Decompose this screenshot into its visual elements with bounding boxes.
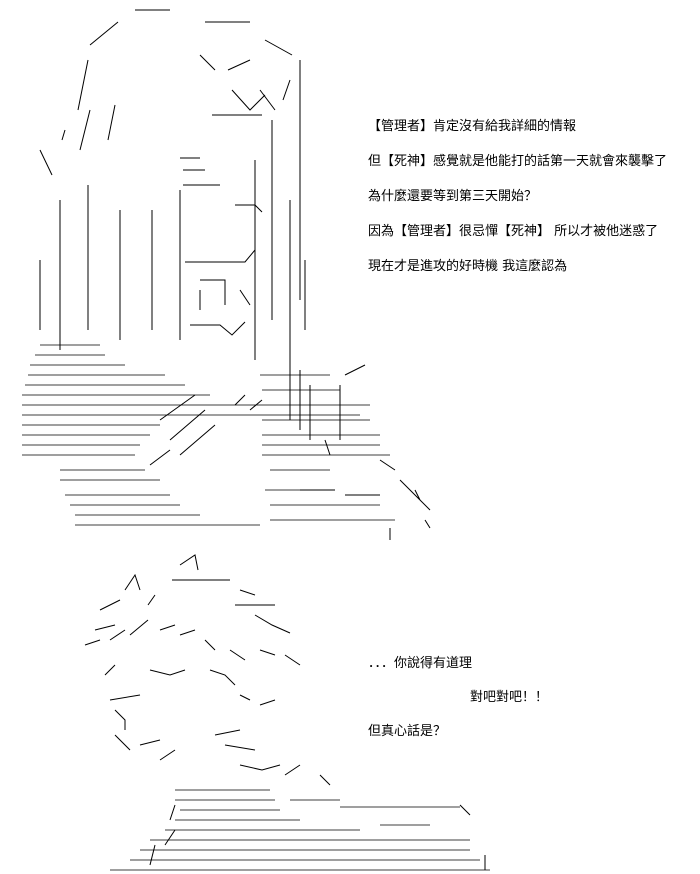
top-panel: 【管理者】肯定沒有給我詳細的情報 但【死神】感覺就是他能打的話第一天就會來襲擊了…: [22, 9, 667, 540]
ascii-art-short-haired-figure: [84, 554, 490, 871]
dialogue-line: ．．．你說得有道理: [368, 656, 473, 671]
dialogue-line: 但【死神】感覺就是他能打的話第一天就會來襲擊了: [368, 154, 668, 169]
dialogue-line: 現在才是進攻的好時機 我這麼認為: [368, 259, 568, 274]
ascii-art-long-haired-figure: [22, 9, 431, 540]
dialogue-line: 為什麼還要等到第三天開始？: [368, 189, 538, 204]
dialogue-block-top: 【管理者】肯定沒有給我詳細的情報 但【死神】感覺就是他能打的話第一天就會來襲擊了…: [368, 118, 667, 293]
bottom-panel: ．．．你說得有道理 對吧對吧！！ 但真心話是？: [0, 545, 700, 874]
dialogue-line: 因為【管理者】很忌憚【死神】 所以才被他迷惑了: [368, 224, 659, 239]
dialogue-line: 但真心話是？: [368, 724, 447, 739]
dialogue-block-bottom: ．．．你說得有道理 對吧對吧！！ 但真心話是？: [368, 655, 668, 757]
dialogue-line: 【管理者】肯定沒有給我詳細的情報: [368, 119, 577, 134]
dialogue-line: 對吧對吧！！: [470, 690, 549, 705]
